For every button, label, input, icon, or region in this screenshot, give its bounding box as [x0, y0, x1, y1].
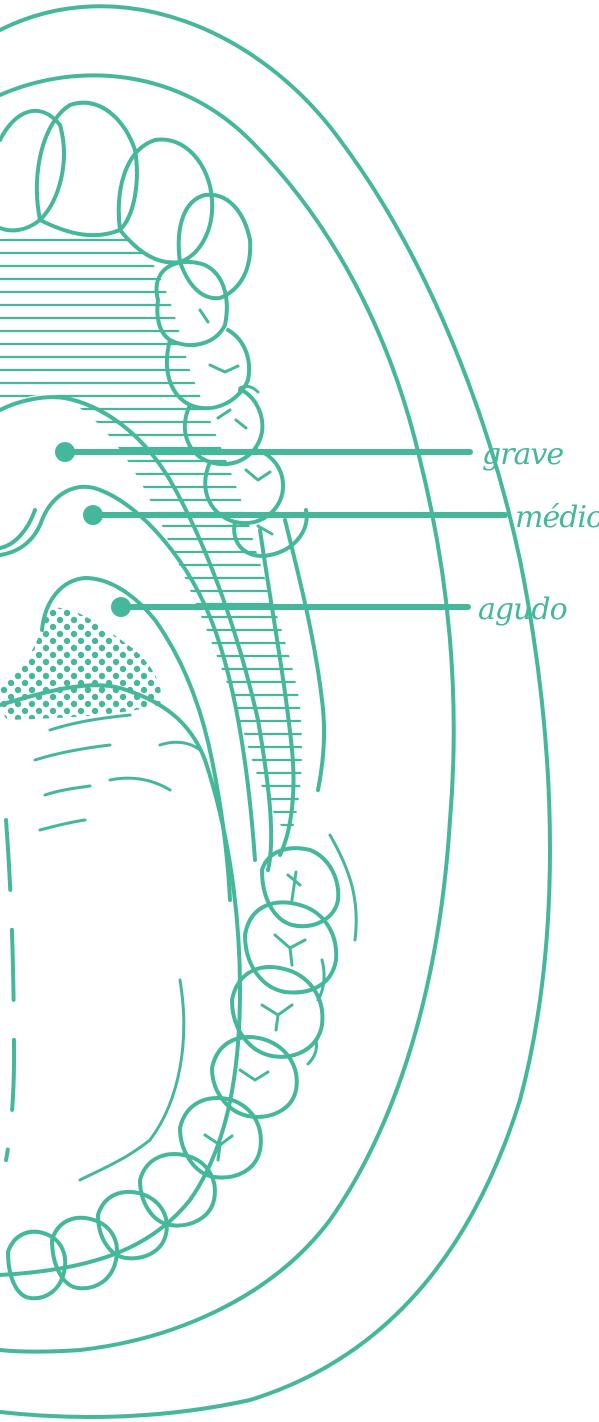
tongue-outline: [0, 685, 240, 1275]
tongue-midline: [6, 820, 14, 1160]
lower-teeth: [8, 848, 338, 1298]
pointer-agudo: [111, 597, 468, 617]
tongue-texture: [35, 715, 200, 830]
cheek-line-1: [150, 980, 184, 1140]
label-grave: grave: [482, 437, 563, 472]
label-agudo: agudo: [478, 592, 567, 627]
label-medio: médio: [515, 500, 599, 535]
cheek-line-3: [330, 835, 356, 940]
tonsil-dots: [0, 608, 161, 720]
cheek-line-2: [80, 1140, 150, 1180]
